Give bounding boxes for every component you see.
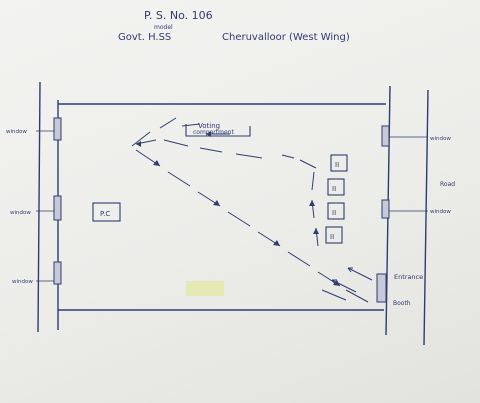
header-line1: P. S. No. 106 bbox=[144, 9, 213, 22]
window-right-1 bbox=[381, 125, 390, 147]
left-outer-wall bbox=[37, 81, 41, 333]
header-line2: Govt. H.SS bbox=[118, 32, 171, 43]
table-mark-4: II bbox=[330, 233, 334, 241]
table-mark-2: II bbox=[332, 185, 336, 193]
table-2 bbox=[327, 178, 345, 196]
window-left-3 bbox=[53, 261, 62, 285]
header-model-note: model bbox=[154, 24, 173, 31]
window-label-2: window bbox=[10, 210, 31, 216]
entrance-label: Entrance bbox=[394, 273, 423, 281]
compartment-label: compartment bbox=[193, 129, 234, 136]
officer-tables bbox=[325, 154, 348, 244]
window-label-5: window bbox=[430, 209, 451, 215]
pc-box bbox=[92, 202, 121, 222]
window-left-1 bbox=[53, 117, 62, 141]
arrow-heads bbox=[136, 131, 340, 286]
table-3 bbox=[327, 202, 345, 220]
faint-highlight bbox=[186, 281, 224, 296]
road-edge bbox=[423, 89, 429, 346]
table-mark-1: II bbox=[335, 161, 339, 169]
header-line3: Cheruvalloor (West Wing) bbox=[222, 32, 350, 43]
window-left-2 bbox=[53, 195, 62, 221]
windows bbox=[53, 117, 390, 303]
window-labels: window window window window window bbox=[6, 129, 451, 285]
table-mark-3: II bbox=[332, 209, 336, 217]
pc-label: P.C bbox=[100, 210, 110, 218]
road-label: Road bbox=[440, 181, 455, 188]
window-label-4: window bbox=[430, 136, 451, 142]
window-right-2 bbox=[381, 199, 390, 219]
booth-area-label: Booth bbox=[393, 300, 411, 307]
entrance-door bbox=[376, 273, 387, 303]
table-4 bbox=[325, 226, 343, 244]
table-1 bbox=[330, 154, 348, 172]
voting-compartment-outline bbox=[185, 124, 251, 137]
window-leaders bbox=[36, 130, 428, 282]
window-label-3: window bbox=[12, 279, 33, 285]
voting-label: Voting bbox=[198, 122, 220, 130]
building-walls bbox=[37, 81, 429, 346]
window-label-1: window bbox=[6, 129, 27, 135]
table-marks: II II II II bbox=[330, 161, 339, 241]
